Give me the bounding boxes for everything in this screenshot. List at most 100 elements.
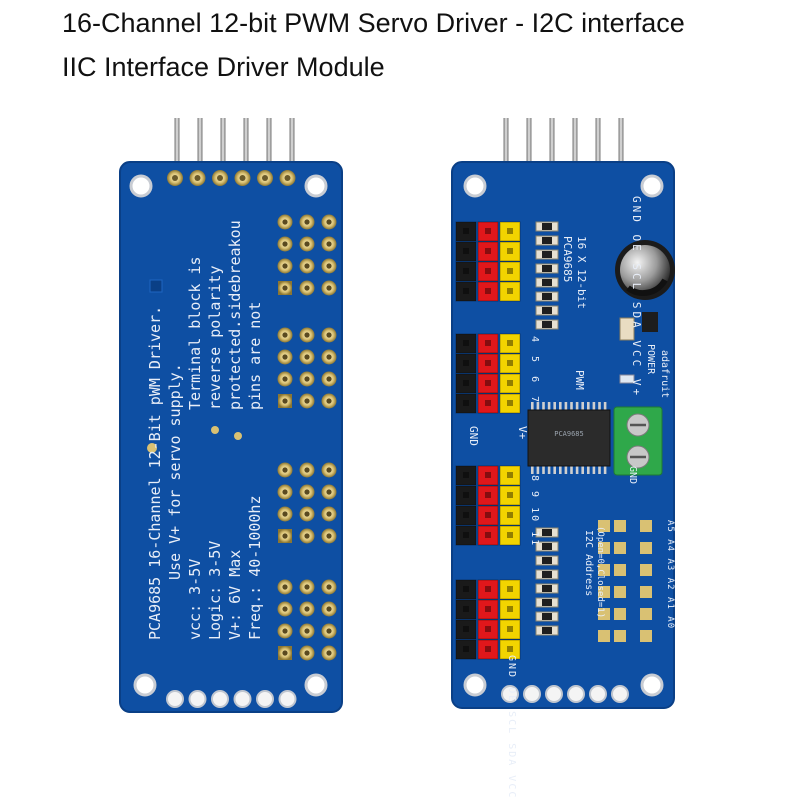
- header-socket-hole: [507, 228, 513, 234]
- chip-leg: [598, 402, 601, 411]
- header-socket: [477, 619, 499, 640]
- solder-pad-hole: [282, 376, 288, 382]
- solder-pad-hole: [304, 398, 310, 404]
- header-pin: [174, 118, 180, 178]
- chip-leg: [581, 465, 584, 474]
- smd-resistor-body: [542, 321, 552, 328]
- header-socket-hole: [463, 586, 469, 592]
- solder-pad-hole: [217, 175, 223, 181]
- chip-leg: [603, 402, 607, 411]
- header-socket-hole: [507, 340, 513, 346]
- chip-leg: [536, 465, 540, 474]
- header-socket: [477, 393, 499, 414]
- solder-pad-hole: [282, 241, 288, 247]
- smd-resistor-body: [542, 307, 552, 314]
- header-socket-hole: [485, 626, 491, 632]
- header-pin: [572, 118, 578, 178]
- header-socket: [499, 333, 521, 354]
- solder-pad-hole: [304, 467, 310, 473]
- silk-line-6: pins are not: [246, 302, 264, 410]
- solder-pad-hole: [304, 511, 310, 517]
- header-socket: [455, 241, 477, 262]
- header-pin: [266, 118, 272, 178]
- jumper-pad: [614, 520, 626, 532]
- address-jumper-pads: [598, 520, 652, 642]
- chip-body: [527, 409, 611, 467]
- header-socket: [499, 241, 521, 262]
- spec-vplus: V+: 6V Max: [226, 550, 244, 640]
- jumper-pad: [640, 564, 652, 576]
- header-socket-hole: [485, 646, 491, 652]
- header-socket: [455, 333, 477, 354]
- header-socket: [477, 465, 499, 486]
- chip-leg: [592, 402, 596, 411]
- spec-vcc: vcc: 3-5V: [186, 559, 204, 640]
- header-socket-hole: [485, 532, 491, 538]
- chip-leg: [542, 465, 545, 474]
- solder-pad-hole: [304, 241, 310, 247]
- solder-pad-hole: [282, 263, 288, 269]
- jumper-pad: [640, 586, 652, 598]
- chip-leg: [553, 402, 556, 411]
- header-socket: [455, 619, 477, 640]
- solder-pad-hole: [262, 175, 268, 181]
- header-socket: [499, 221, 521, 242]
- spec-logic: Logic: 3-5V: [206, 541, 224, 640]
- header-socket-hole: [485, 400, 491, 406]
- solder-pad-hole: [304, 533, 310, 539]
- header-socket-hole: [485, 492, 491, 498]
- jumper-pad: [640, 542, 652, 554]
- electrolytic-capacitor: [615, 240, 675, 300]
- header-socket-hole: [463, 268, 469, 274]
- header-socket: [477, 241, 499, 262]
- jumper-pad: [640, 608, 652, 620]
- header-socket-hole: [507, 512, 513, 518]
- vplus-label: V+: [516, 426, 529, 440]
- power-label: POWER: [645, 344, 656, 375]
- header-socket-hole: [507, 472, 513, 478]
- open-closed-label: (Open=0,Closed=1): [595, 526, 605, 618]
- smd-resistor: [619, 317, 635, 341]
- header-socket-hole: [507, 288, 513, 294]
- back-bottom-pads: [166, 690, 297, 708]
- header-socket: [455, 281, 477, 302]
- solder-pad-hole: [194, 175, 201, 181]
- header-socket: [455, 599, 477, 620]
- chip-leg: [553, 465, 556, 474]
- gnd-label: GND: [467, 426, 480, 446]
- header-socket: [477, 281, 499, 302]
- jumper-pad: [614, 608, 626, 620]
- silk-line-3: Terminal block is: [186, 256, 204, 410]
- pwm-label-group: PWM: [573, 370, 586, 390]
- chan-4-7-group: 4 5 6 7: [529, 336, 540, 406]
- solder-pad-hole: [282, 650, 288, 656]
- breakout-hole: [589, 685, 607, 703]
- smd-resistor-body: [542, 265, 552, 272]
- solder-pad-hole: [326, 219, 332, 225]
- header-pin: [220, 118, 226, 178]
- header-socket-hole: [463, 340, 469, 346]
- header-socket: [499, 639, 521, 660]
- silk-line-4: reverse polarity: [206, 266, 224, 411]
- jumper-pad: [640, 630, 652, 642]
- header-pin: [618, 118, 624, 178]
- header-socket: [477, 373, 499, 394]
- pca9685-chip: PCA9685: [527, 402, 611, 474]
- header-socket-hole: [485, 268, 491, 274]
- header-socket-hole: [507, 400, 513, 406]
- i2c-address-group: I2C Address (Open=0,Closed=1): [583, 526, 605, 618]
- header-socket-hole: [463, 228, 469, 234]
- via: [234, 432, 242, 440]
- solder-pad-hole: [326, 533, 332, 539]
- chan-8-11-group: 8 9 10 11: [529, 475, 540, 547]
- header-pin: [503, 118, 509, 178]
- jumper-pad: [614, 542, 626, 554]
- breakout-hole: [233, 690, 252, 708]
- title-line-1: 16-Channel 12-bit PWM Servo Driver - I2C…: [62, 8, 685, 38]
- smd-resistor-body: [542, 543, 552, 550]
- header-socket: [455, 373, 477, 394]
- chip-leg: [542, 402, 545, 411]
- header-socket-hole: [507, 626, 513, 632]
- header-socket-hole: [507, 360, 513, 366]
- solder-pad-hole: [326, 628, 332, 634]
